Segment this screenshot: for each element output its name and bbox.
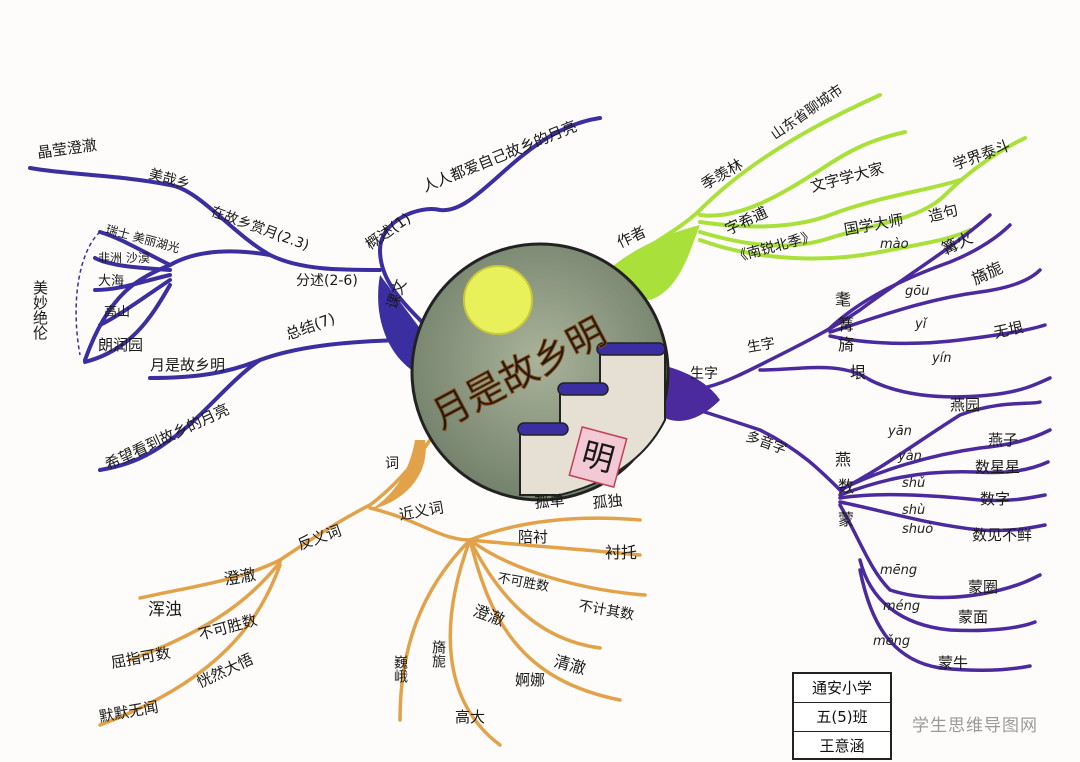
- word-2: 旖旎: [969, 258, 1006, 289]
- syn-5b: 婀娜: [515, 671, 545, 689]
- sec1-text: 人人都爱自己故乡的月亮: [420, 117, 580, 196]
- synonyms-label: 近义词: [398, 498, 445, 524]
- syn-4a: 澄澈: [471, 601, 508, 630]
- pinyin-4: yín: [931, 351, 952, 366]
- pinyin-3: yǐ: [914, 317, 929, 332]
- characters-labels: 生字 生字 耄 篝 旖 垠 mào gōu yǐ yín 造句 篝火 旖旎 无垠…: [690, 201, 1032, 672]
- branch-structure: [28, 116, 602, 472]
- ant-1b: 澄澈: [222, 565, 257, 589]
- sec2-sub: 美哉乡: [147, 166, 192, 192]
- syn-6a: 巍峨: [392, 655, 408, 684]
- school-name: 通安小学: [794, 674, 890, 703]
- class-name: 五(5)班: [794, 703, 890, 732]
- poly-char-3: 蒙: [838, 510, 854, 529]
- syn-3b: 不计其数: [577, 598, 635, 623]
- student-info-box: 通安小学 五(5)班 王意涵: [792, 672, 892, 760]
- char-4: 垠: [850, 363, 866, 382]
- py-meng3: měng: [873, 634, 910, 649]
- author-right: 学界泰斗: [950, 136, 1013, 173]
- watermark: 学生思维导图网: [912, 716, 1038, 736]
- sec2-item-2: 非洲 沙漠: [98, 251, 150, 265]
- poly-word-4: 数字: [980, 490, 1010, 508]
- new-chars-label: 生字: [746, 335, 776, 356]
- py-meng2: méng: [883, 599, 920, 614]
- char-3: 旖: [838, 335, 854, 354]
- py-shu4: shù: [902, 503, 925, 518]
- ant-3a: 默默无闻: [98, 698, 160, 726]
- poly-char-2: 数: [838, 477, 854, 496]
- ant-3b: 恍然大悟: [194, 650, 256, 692]
- py-shu3: shǔ: [902, 476, 925, 491]
- char-2: 篝: [838, 315, 854, 334]
- pinyin-2: gōu: [905, 284, 929, 299]
- poly-char-1: 燕: [835, 450, 851, 469]
- ant-1a: 浑浊: [148, 600, 182, 620]
- sec1-label: 概述(1): [362, 209, 414, 253]
- words-label: 词: [385, 456, 399, 472]
- py-yan1: yān: [887, 424, 912, 439]
- syn-6b: 高大: [455, 708, 485, 726]
- poly-word-5: 数见不鲜: [972, 526, 1032, 544]
- center-node: 明 月是故乡明: [410, 242, 670, 502]
- sec3-text2: 希望看到故乡的月亮: [102, 400, 232, 473]
- syn-2a: 陪衬: [518, 528, 548, 546]
- sec2-item-5: 朗润园: [98, 336, 143, 354]
- syn-4b: 清澈: [552, 652, 588, 679]
- sec2-item-4: 高山: [104, 304, 130, 320]
- author-mid2: 国学大师: [843, 211, 905, 239]
- sec2-label: 分述(2-6): [296, 273, 358, 289]
- poly-word-3: 数星星: [975, 458, 1020, 476]
- author-mid: 文字学大家: [808, 159, 885, 196]
- char-1: 耄: [835, 290, 851, 309]
- poly-word-6: 蒙圈: [968, 578, 998, 596]
- sec3-label: 总结(7): [283, 309, 337, 343]
- syn-1b: 孤独: [592, 491, 623, 512]
- branch-characters: [663, 213, 1052, 672]
- poly-word-7: 蒙面: [958, 608, 988, 626]
- side-note: 美妙绝伦: [31, 280, 49, 341]
- syn-2b: 衬托: [605, 543, 637, 562]
- sec2-top: 晶莹澄澈: [36, 136, 98, 162]
- poly-word-1: 燕园: [950, 396, 980, 414]
- side-brace: [75, 231, 101, 356]
- sec2-item-3: 大海: [98, 274, 124, 289]
- sec3-text1: 月是故乡明: [150, 356, 225, 374]
- py-yan4: yàn: [897, 449, 922, 464]
- characters-label: 生字: [690, 366, 718, 382]
- side-note-text: 美妙绝伦: [31, 280, 49, 341]
- ant-2a: 屈指可数: [110, 644, 172, 672]
- syn-1a: 孤单: [534, 491, 565, 512]
- characters-blob: [662, 365, 720, 421]
- words-blob: [370, 440, 426, 510]
- poly-word-2: 燕子: [988, 431, 1018, 449]
- syn-5a: 旖旎: [430, 639, 446, 669]
- py-meng1: mēng: [880, 563, 917, 578]
- ant-2b: 不可胜数: [196, 611, 259, 644]
- poly-word-8: 蒙牛: [938, 654, 968, 672]
- antonyms-label: 反义词: [295, 521, 343, 553]
- py-shuo: shuò: [902, 522, 933, 537]
- pinyin-1: mào: [880, 237, 909, 252]
- moon-icon: [463, 265, 533, 335]
- word-3: 无垠: [992, 318, 1025, 342]
- student-name: 王意涵: [819, 737, 865, 755]
